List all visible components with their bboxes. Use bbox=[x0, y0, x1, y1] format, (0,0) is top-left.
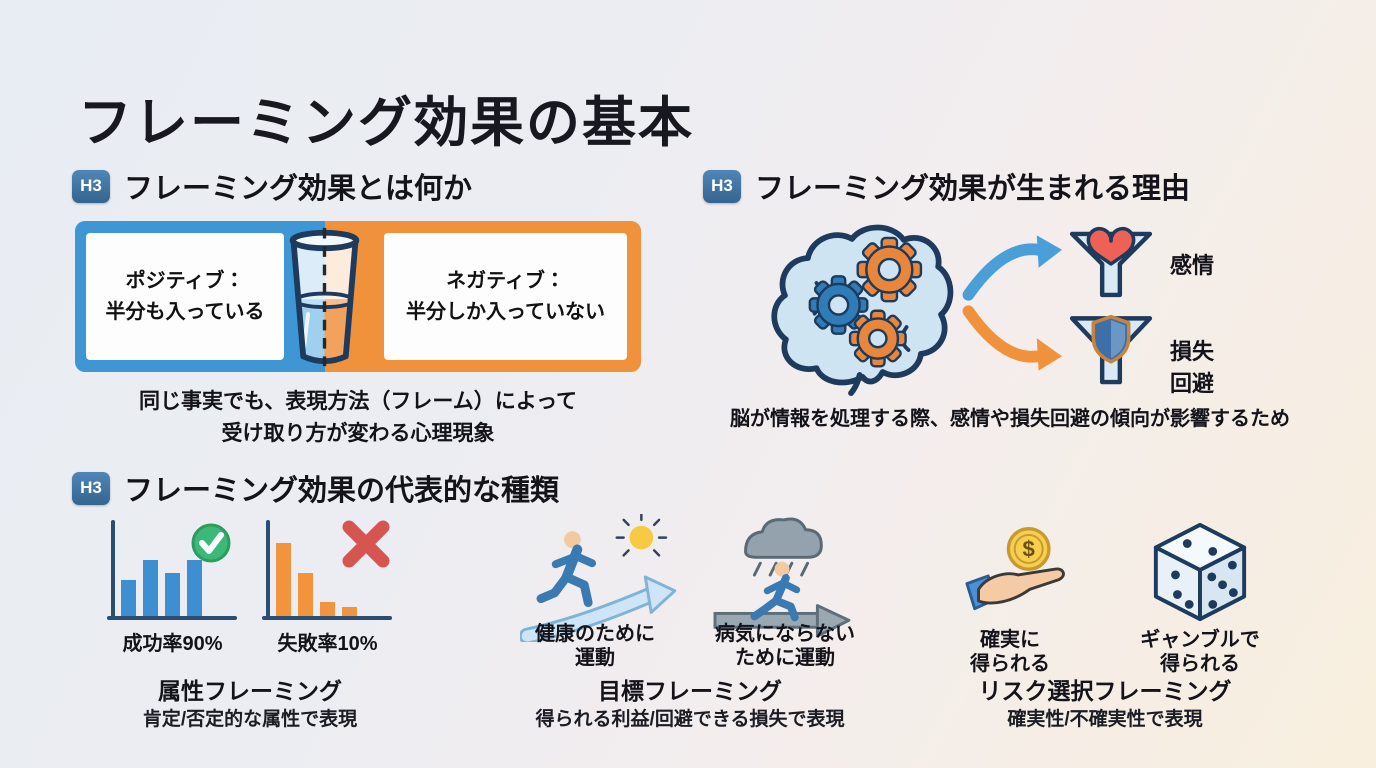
up-arrow-icon bbox=[520, 575, 677, 642]
type-description: 肯定/否定的な属性で表現 bbox=[142, 709, 358, 730]
section-types-title: フレーミング効果の代表的な種類 bbox=[124, 475, 560, 507]
example-label: 確実に 得られる bbox=[970, 629, 1050, 675]
h3-badge: H3 bbox=[72, 471, 110, 505]
cross-icon bbox=[342, 520, 390, 568]
gear-icon bbox=[848, 309, 907, 368]
positive-frame-card: ポジティブ： 半分も入っている bbox=[86, 233, 284, 360]
section-reason-header: H3 フレーミング効果が生まれる理由 bbox=[703, 165, 1190, 207]
example-label: 成功率90% bbox=[122, 633, 223, 655]
bar-chart-success-icon bbox=[107, 520, 237, 620]
brain-process-illustration: 感情 損失回避 bbox=[765, 212, 1235, 400]
type-name: 属性フレーミング bbox=[158, 678, 342, 704]
bar-chart-fail-icon bbox=[262, 520, 392, 620]
page-title: フレーミング効果の基本 bbox=[78, 93, 694, 154]
type-description: 得られる利益/回避できる損失で表現 bbox=[535, 709, 845, 730]
reason-caption: 脳が情報を処理する際、感情や損失回避の傾向が影響するため bbox=[730, 408, 1290, 430]
arrow-to-loss-icon bbox=[962, 305, 1062, 371]
example-label: ギャンブルで 得られる bbox=[1140, 629, 1260, 675]
runner-figure bbox=[750, 561, 801, 622]
section-types-header: H3 フレーミング効果の代表的な種類 bbox=[72, 467, 559, 509]
loss-aversion-label: 損失回避 bbox=[1170, 339, 1215, 396]
coin-icon: $ bbox=[1006, 526, 1051, 571]
section-what-is-header: H3 フレーミング効果とは何か bbox=[72, 165, 472, 207]
rain-cloud-icon bbox=[744, 517, 823, 577]
sun-icon bbox=[615, 514, 668, 557]
negative-frame-card: ネガティブ： 半分しか入っていない bbox=[384, 233, 627, 360]
example-label: 健康のために 運動 bbox=[535, 623, 655, 669]
glass-icon bbox=[289, 227, 360, 367]
section-reason-title: フレーミング効果が生まれる理由 bbox=[755, 173, 1191, 205]
hand-coin-icon: $ bbox=[965, 526, 1065, 611]
check-icon bbox=[191, 523, 231, 563]
arrow-to-emotion-icon bbox=[962, 235, 1062, 301]
runner-sunny-icon bbox=[520, 514, 677, 642]
shield-funnel-icon bbox=[1069, 314, 1153, 385]
section-what-is-title: フレーミング効果とは何か bbox=[124, 173, 473, 205]
runner-figure bbox=[536, 531, 597, 608]
runner-rainy-icon bbox=[713, 517, 851, 638]
open-hand bbox=[977, 567, 1065, 605]
glass-compare-illustration: ポジティブ： 半分も入っている ネガティブ： 半分しか入っていない bbox=[75, 221, 641, 372]
emotion-label: 感情 bbox=[1170, 253, 1215, 278]
type-name: リスク選択フレーミング bbox=[978, 678, 1232, 704]
heart-funnel-icon bbox=[1069, 226, 1153, 298]
h3-badge: H3 bbox=[703, 169, 741, 203]
gear-icon bbox=[808, 275, 869, 335]
what-is-caption: 同じ事実でも、表現方法（フレーム）によって 受け取り方が変わる心理現象 bbox=[138, 390, 578, 445]
gear-icon bbox=[856, 236, 923, 303]
brain-gears-icon bbox=[771, 224, 954, 396]
type-name: 目標フレーミング bbox=[598, 678, 782, 704]
h3-badge: H3 bbox=[72, 169, 110, 203]
dollar-sign: $ bbox=[1023, 537, 1036, 562]
type-description: 確実性/不確実性で表現 bbox=[1007, 709, 1203, 730]
example-label: 病気にならない ために運動 bbox=[715, 623, 855, 669]
example-label: 失敗率10% bbox=[277, 633, 378, 655]
dice-icon bbox=[1153, 522, 1247, 622]
